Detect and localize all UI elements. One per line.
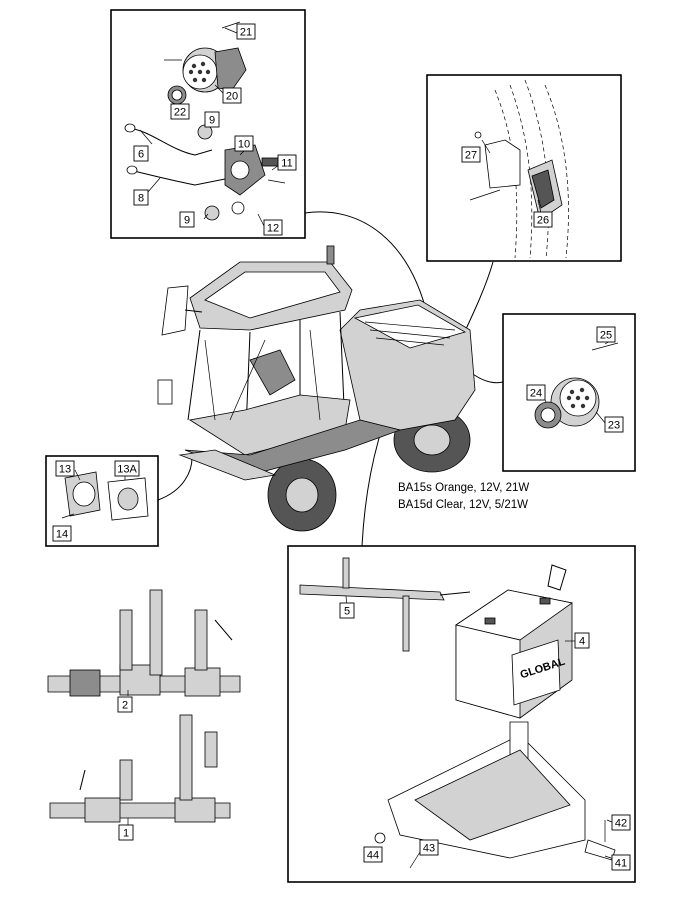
svg-text:24: 24 bbox=[530, 388, 542, 400]
part-label-43: 43 bbox=[419, 839, 439, 856]
svg-text:26: 26 bbox=[537, 215, 549, 227]
svg-text:42: 42 bbox=[615, 818, 627, 830]
svg-text:21: 21 bbox=[240, 27, 252, 39]
part-label-11: 11 bbox=[277, 154, 297, 171]
part-label-1: 1 bbox=[118, 824, 134, 841]
svg-text:6: 6 bbox=[138, 149, 144, 161]
bulb-spec-clear: BA15d Clear, 12V, 5/21W bbox=[398, 499, 528, 511]
svg-text:22: 22 bbox=[174, 107, 186, 119]
part-label-5: 5 bbox=[339, 602, 355, 619]
detail-frame-top-right bbox=[426, 74, 622, 262]
svg-text:1: 1 bbox=[123, 828, 129, 840]
svg-text:4: 4 bbox=[579, 636, 585, 648]
part-label-9-bottom: 9 bbox=[179, 211, 195, 228]
svg-text:5: 5 bbox=[344, 606, 350, 618]
svg-text:20: 20 bbox=[226, 91, 238, 103]
part-label-13a: 13A bbox=[114, 460, 140, 477]
part-label-44: 44 bbox=[363, 846, 383, 863]
svg-text:27: 27 bbox=[465, 150, 477, 162]
svg-text:9: 9 bbox=[184, 215, 190, 227]
svg-text:9: 9 bbox=[209, 115, 215, 127]
part-label-24: 24 bbox=[526, 384, 546, 401]
svg-text:14: 14 bbox=[56, 529, 68, 541]
svg-text:13A: 13A bbox=[117, 464, 137, 476]
svg-text:43: 43 bbox=[423, 843, 435, 855]
socket-7pin-icon bbox=[164, 21, 247, 93]
svg-text:8: 8 bbox=[138, 193, 144, 205]
svg-text:44: 44 bbox=[367, 850, 379, 862]
part-label-2: 2 bbox=[117, 696, 133, 713]
part-label-8: 8 bbox=[133, 189, 149, 206]
svg-text:25: 25 bbox=[600, 330, 612, 342]
part-label-21: 21 bbox=[236, 23, 256, 40]
part-label-10: 10 bbox=[234, 135, 254, 152]
tractor-illustration bbox=[157, 245, 476, 532]
part-label-26: 26 bbox=[533, 211, 553, 228]
battery-4-icon: GLOBAL bbox=[455, 564, 573, 719]
part-label-42: 42 bbox=[611, 814, 631, 831]
svg-text:13: 13 bbox=[59, 464, 71, 476]
bulb-spec-orange: BA15s Orange, 12V, 21W bbox=[398, 482, 529, 494]
harness-2-icon bbox=[47, 589, 241, 697]
svg-text:23: 23 bbox=[608, 420, 620, 432]
part-label-12: 12 bbox=[263, 219, 283, 236]
part-label-23: 23 bbox=[604, 416, 624, 433]
cable-6-8-icon bbox=[124, 123, 231, 221]
lamp-26-icon bbox=[469, 79, 569, 259]
svg-text:12: 12 bbox=[267, 223, 279, 235]
part-label-20: 20 bbox=[222, 87, 242, 104]
socket-plate-13-icon bbox=[61, 471, 149, 521]
part-label-13: 13 bbox=[55, 460, 75, 477]
svg-text:10: 10 bbox=[238, 139, 250, 151]
part-label-9-top: 9 bbox=[204, 111, 220, 128]
part-label-14: 14 bbox=[52, 525, 72, 542]
part-label-4: 4 bbox=[574, 632, 590, 649]
battery-tray-icon bbox=[374, 721, 616, 869]
harness-1-icon bbox=[49, 714, 231, 823]
part-label-41: 41 bbox=[611, 854, 631, 871]
part-label-6: 6 bbox=[133, 145, 149, 162]
svg-text:11: 11 bbox=[281, 158, 292, 170]
svg-text:41: 41 bbox=[615, 858, 627, 870]
svg-text:2: 2 bbox=[122, 700, 128, 712]
part-label-22: 22 bbox=[170, 103, 190, 120]
socket-23-icon bbox=[534, 342, 619, 429]
part-label-27: 27 bbox=[461, 146, 481, 163]
harness-5-icon bbox=[299, 557, 471, 652]
part-label-25: 25 bbox=[596, 326, 616, 343]
battery-switch-10-icon bbox=[224, 144, 286, 215]
